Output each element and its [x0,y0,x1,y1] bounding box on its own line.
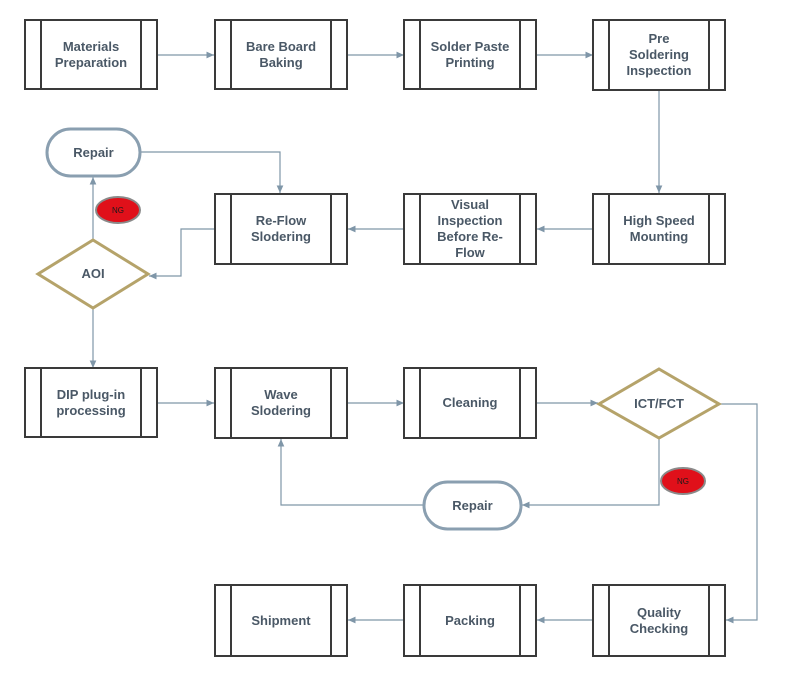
decision-nodes [35,238,723,440]
node-cleaning [403,367,537,439]
node-packing [403,584,537,657]
ng-badge-shape-2 [660,467,706,495]
node-wave [214,367,348,439]
node-mount [592,193,726,265]
node-aoi [35,238,151,310]
connectors [89,51,758,624]
connector-ictfct-to-quality [719,403,758,624]
node-reflow [214,193,348,265]
connector-repair-to-wave [277,439,424,506]
node-bake [214,19,348,90]
node-ictfct [595,367,723,440]
node-dip [24,367,158,438]
node-materials [24,19,158,90]
node-repair1 [45,127,142,178]
node-preinsp [592,19,726,91]
connector-ictfct-to-repair [522,437,660,509]
node-visual [403,193,537,265]
ng-badges [95,196,706,495]
connector-repair-to-reflow [140,151,284,193]
node-shipment [214,584,348,657]
process-nodes [24,19,726,657]
ng-badge-shape-1 [95,196,141,224]
node-repair2 [422,480,523,531]
node-quality [592,584,726,657]
node-paste [403,19,537,90]
connector-reflow-to-aoi [149,228,214,280]
terminal-nodes [45,127,523,531]
